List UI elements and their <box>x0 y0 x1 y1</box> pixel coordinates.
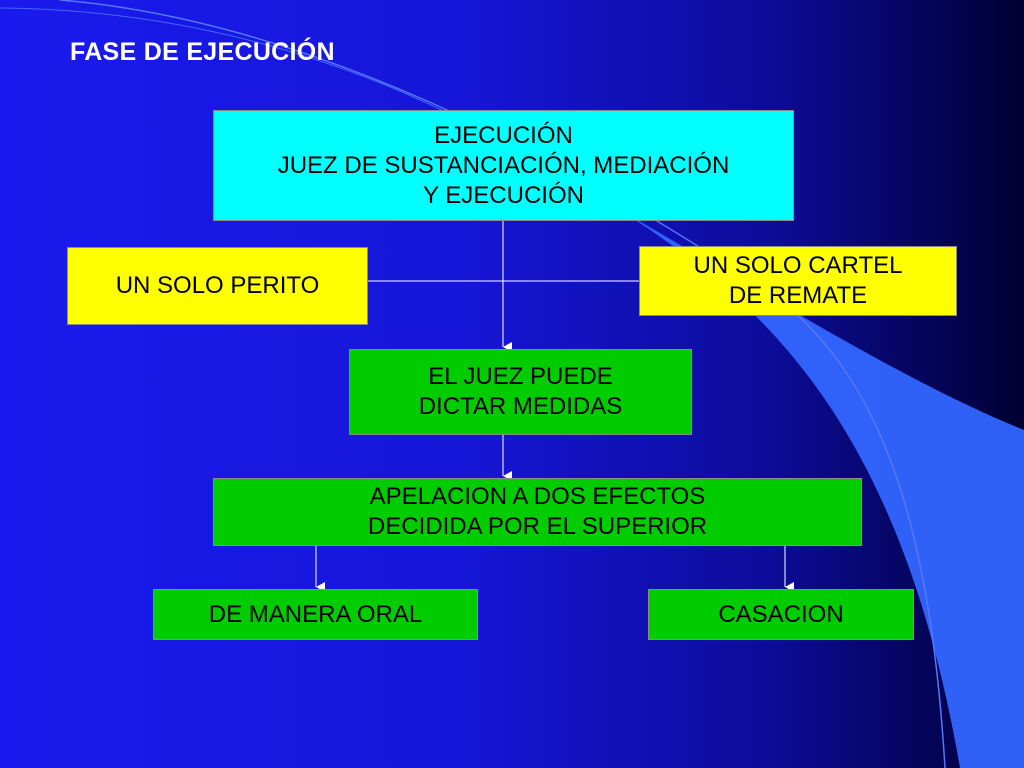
node-el-juez-puede: EL JUEZ PUEDE DICTAR MEDIDAS <box>349 349 692 435</box>
swoosh-shape <box>620 210 1024 768</box>
node-de-manera-oral: DE MANERA ORAL <box>153 589 478 640</box>
node-apelacion: APELACION A DOS EFECTOS DECIDIDA POR EL … <box>213 478 862 546</box>
slide-title: FASE DE EJECUCIÓN <box>70 38 335 66</box>
node-un-solo-perito: UN SOLO PERITO <box>67 247 368 325</box>
node-ejecucion: EJECUCIÓN JUEZ DE SUSTANCIACIÓN, MEDIACI… <box>213 110 794 221</box>
node-casacion: CASACION <box>648 589 914 640</box>
node-un-solo-cartel: UN SOLO CARTEL DE REMATE <box>639 246 957 316</box>
